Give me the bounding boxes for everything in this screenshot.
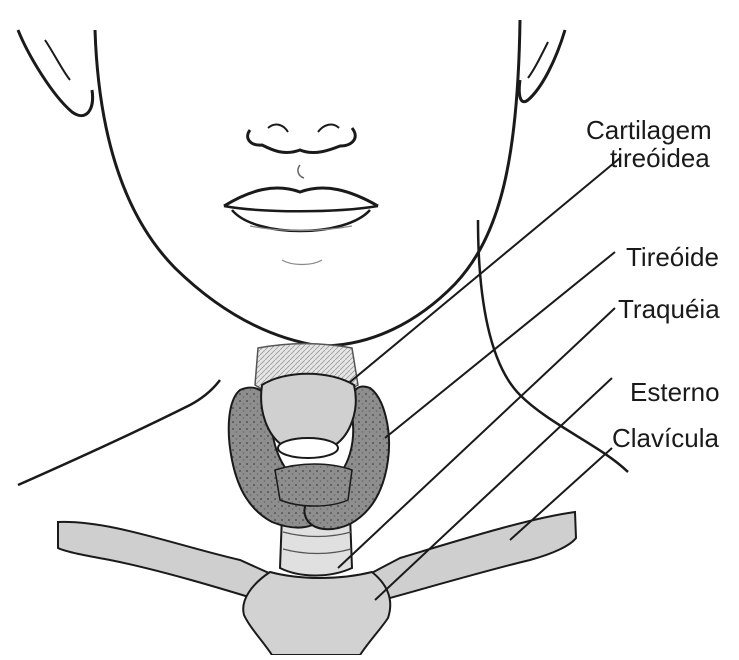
larynx — [261, 374, 356, 445]
label-tireoide: Tireóide — [626, 243, 719, 271]
nose — [248, 128, 356, 153]
right-ear — [519, 30, 565, 102]
right-clavicle — [362, 512, 576, 604]
left-clavicle — [58, 522, 280, 605]
cricoid-ring — [278, 438, 338, 458]
leader-cartilagem — [350, 158, 620, 382]
leader-tireoide — [385, 252, 615, 438]
thyroid-isthmus — [275, 464, 352, 506]
upper-lip — [224, 188, 378, 206]
lower-lip — [232, 210, 370, 231]
left-ear — [18, 30, 93, 116]
label-cartilagem-line2: tireóidea — [610, 144, 710, 172]
face-outline — [95, 20, 520, 346]
neck-left — [18, 380, 220, 485]
label-clavicula: Clavícula — [612, 424, 719, 452]
label-esterno: Esterno — [630, 378, 720, 406]
label-cartilagem-line1: Cartilagem — [586, 116, 712, 144]
label-traqueia: Traquéia — [618, 295, 720, 323]
sternum — [243, 572, 390, 655]
